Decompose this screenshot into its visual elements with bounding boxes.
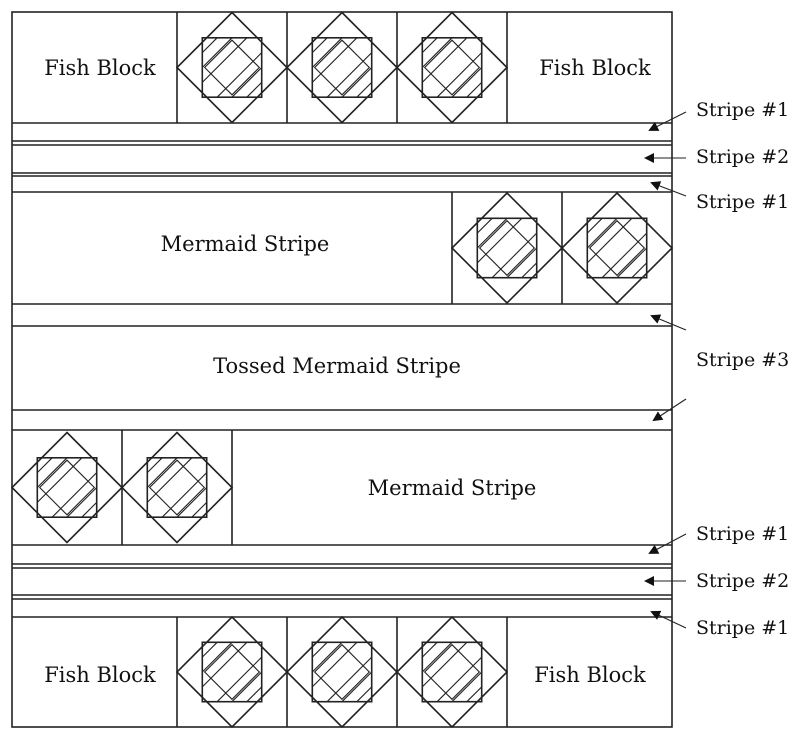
bottom-row-cell-dividers (176, 617, 508, 727)
diamond-block-motif (450, 191, 564, 305)
callout-stripe3: Stripe #3 (696, 349, 789, 371)
tossed-mermaid-stripe-label: Tossed Mermaid Stripe (213, 354, 461, 378)
callout-stripe2-low: Stripe #2 (696, 570, 789, 592)
callout-stripe1-low: Stripe #1 (696, 523, 789, 545)
mermaid-stripe-1-dividers (451, 192, 563, 304)
arrow-stripe1-mid (650, 181, 687, 197)
arrow-stripe1-top (648, 111, 687, 131)
diamond-block-motif (560, 191, 674, 305)
arrow-stripe1-bottom (650, 610, 687, 629)
callout-arrows (644, 111, 687, 629)
callout-stripe1-bottom: Stripe #1 (696, 617, 789, 639)
fish-block-label-bottom-left: Fish Block (44, 663, 156, 687)
arrow-stripe3-upper (650, 314, 687, 331)
fish-block-label-top-right: Fish Block (539, 56, 651, 80)
callout-stripe2-top: Stripe #2 (696, 146, 789, 168)
mermaid-stripe-2-dividers (121, 430, 233, 545)
arrow-stripe3-lower (652, 398, 687, 422)
band-dividers (12, 122, 672, 618)
diamond-block-motif (395, 615, 509, 729)
fish-block-label-top-left: Fish Block (44, 56, 156, 80)
diamond-block-motif (10, 431, 124, 544)
diamond-block-motif (395, 11, 509, 124)
mermaid-stripe-label-1: Mermaid Stripe (161, 232, 330, 256)
mermaid-stripe-label-2: Mermaid Stripe (368, 476, 537, 500)
callout-stripe1-mid: Stripe #1 (696, 191, 789, 213)
diamond-block-motif (120, 431, 234, 544)
diamond-block-motif (285, 615, 399, 729)
top-row-cell-dividers (176, 12, 508, 123)
block-motifs (10, 11, 674, 729)
arrow-stripe1-low (648, 533, 687, 554)
diamond-block-motif (175, 11, 289, 124)
callout-stripe1-top: Stripe #1 (696, 99, 789, 121)
diamond-block-motif (175, 615, 289, 729)
fish-block-label-bottom-right: Fish Block (534, 663, 646, 687)
diamond-block-motif (285, 11, 399, 124)
